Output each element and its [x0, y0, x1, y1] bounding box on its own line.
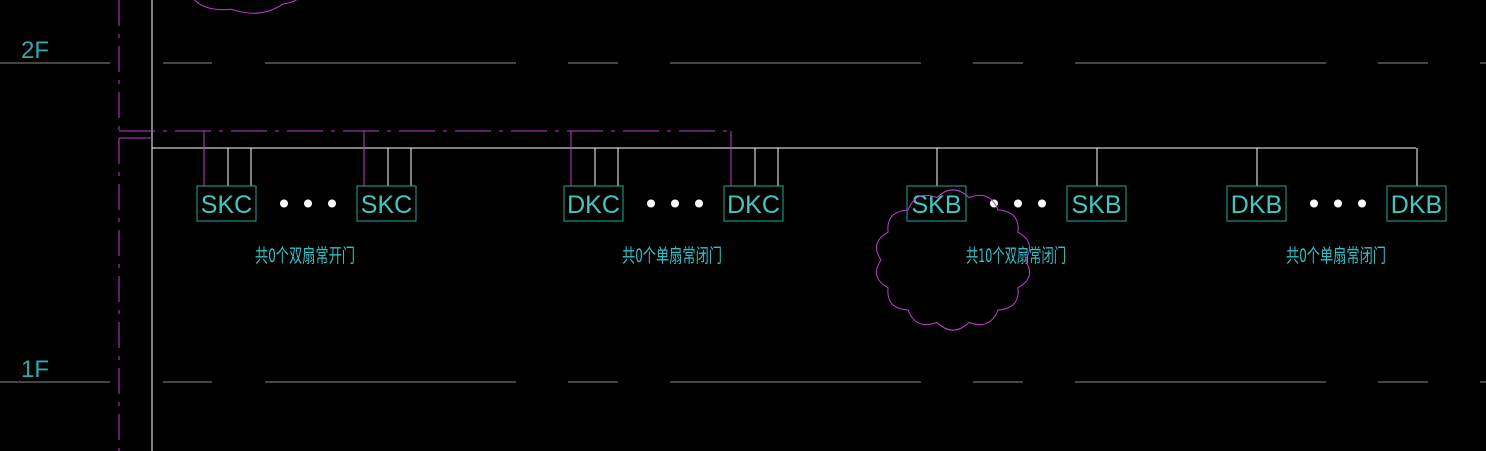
controller-box-label: DKC: [727, 191, 780, 219]
revision-cloud: [875, 189, 1031, 331]
controller-box: SKC: [356, 131, 417, 222]
controller-box-outline: [1386, 185, 1447, 222]
ellipsis-dot: [671, 199, 679, 208]
controller-box-outline: [906, 185, 967, 222]
ellipsis-dot: [1334, 199, 1342, 208]
door-group-dkc: DKC DKC 共0个单扇常闭门: [563, 131, 784, 267]
controller-box-outline: [1066, 185, 1127, 222]
controller-box-outline: [563, 185, 624, 222]
controller-box: SKB: [1066, 148, 1127, 222]
ellipsis-dot: [695, 199, 703, 208]
floor-levels: 2F 1F: [0, 37, 1486, 383]
revision-clouds: [193, 0, 1031, 331]
group-caption: 共0个双扇常开门: [255, 245, 355, 267]
controller-box-label: SKC: [361, 191, 412, 219]
ellipsis-dots: [1310, 199, 1366, 208]
door-groups: SKC SKC 共0个双扇常开门 DKC DKC 共0个单扇常闭门 SKB SKB 共10个双扇…: [196, 131, 1447, 267]
floor-label: 2F: [21, 37, 49, 64]
ellipsis-dot: [1038, 199, 1046, 208]
ellipsis-dot: [328, 199, 336, 208]
door-group-skb: SKB SKB 共10个双扇常闭门: [906, 148, 1127, 267]
ellipsis-dot: [280, 199, 288, 208]
ellipsis-dot: [647, 199, 655, 208]
controller-box-label: DKC: [567, 191, 620, 219]
ellipsis-dot: [1358, 199, 1366, 208]
group-caption: 共0个单扇常闭门: [622, 245, 722, 267]
ellipsis-dot: [1310, 199, 1318, 208]
revision-cloud-top: [193, 0, 298, 14]
controller-box: SKC: [196, 131, 257, 222]
floor-1f: 1F: [0, 356, 1486, 383]
door-group-dkb: DKB DKB 共0个单扇常闭门: [1226, 148, 1447, 267]
ellipsis-dots: [280, 199, 336, 208]
controller-box-outline: [723, 185, 784, 222]
controller-box-label: SKB: [911, 191, 961, 219]
floor-label: 1F: [21, 356, 49, 383]
controller-box-label: SKC: [201, 191, 252, 219]
controller-box: DKB: [1226, 148, 1287, 222]
door-group-skc: SKC SKC 共0个双扇常开门: [196, 131, 417, 267]
floor-2f: 2F: [0, 37, 1486, 64]
magenta-dashed-bus: [119, 130, 730, 139]
controller-box: SKB: [906, 148, 967, 222]
ellipsis-dot: [304, 199, 312, 208]
controller-box: DKC: [723, 131, 784, 222]
controller-box-label: DKB: [1391, 191, 1442, 219]
vertical-trunk: [118, 0, 153, 451]
ellipsis-dot: [1014, 199, 1022, 208]
controller-box-label: DKB: [1231, 191, 1282, 219]
group-caption: 共10个双扇常闭门: [966, 245, 1066, 267]
group-caption: 共0个单扇常闭门: [1286, 245, 1386, 267]
controller-box-outline: [196, 185, 257, 222]
controller-box-outline: [1226, 185, 1287, 222]
controller-box: DKC: [563, 131, 624, 222]
controller-box-outline: [356, 185, 417, 222]
controller-box-label: SKB: [1071, 191, 1121, 219]
controller-box: DKB: [1386, 148, 1447, 222]
ellipsis-dots: [647, 199, 703, 208]
